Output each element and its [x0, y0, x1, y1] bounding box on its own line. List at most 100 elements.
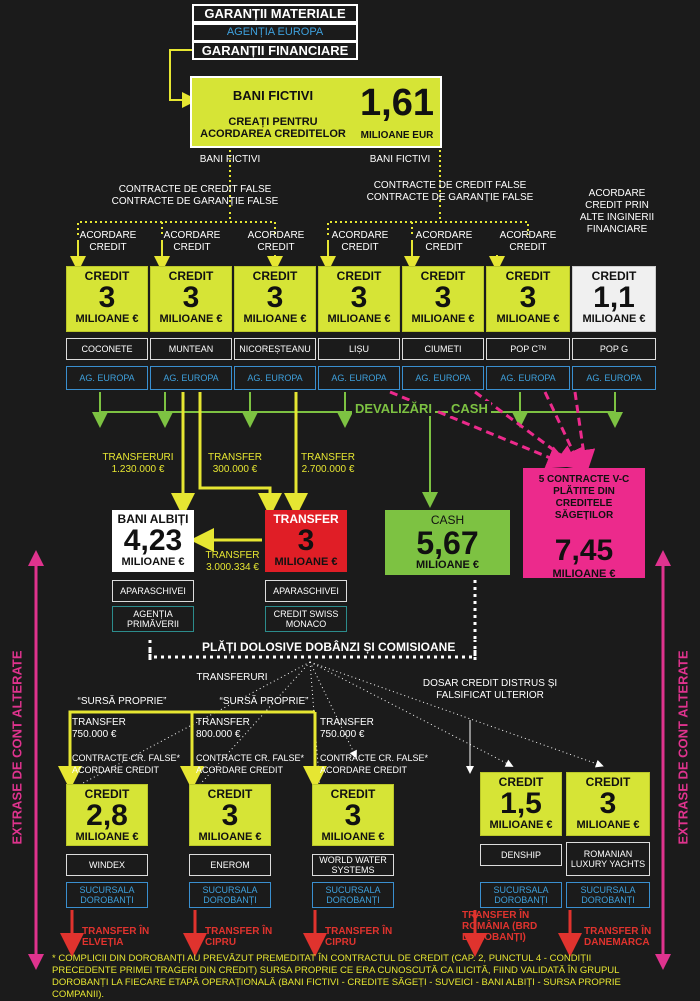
- label-transferuri: TRANSFERURI: [196, 672, 268, 683]
- cash-value: 5,67: [416, 525, 479, 561]
- name-box: POP Cᵀᴺ: [486, 338, 570, 360]
- credit-value: 3: [221, 799, 239, 832]
- transfer-label-1: TRANSFERURI 1.230.000 €: [102, 452, 174, 475]
- bottom-contracte-3: CONTRACTE CR. FALSE* ACORDARE CREDIT: [320, 753, 429, 775]
- credit-box-enerom: CREDIT 3 MILIOANE €: [189, 784, 271, 846]
- bani-fictivi-subtitle: CREAȚI PENTRU ACORDAREA CREDITELOR: [200, 116, 346, 140]
- credit-box-nicoresteanu: CREDIT 3 MILIOANE €: [234, 266, 316, 332]
- credit-unit: MILIOANE €: [198, 831, 262, 843]
- credit-box-world-water: CREDIT 3 MILIOANE €: [312, 784, 394, 846]
- label-dosar: DOSAR CREDIT DISTRUS ȘI FALSIFICAT ULTER…: [422, 678, 558, 701]
- credit-value: 1,1: [593, 281, 635, 314]
- contracte-vc-value: 7,45: [554, 534, 614, 567]
- bottom-transfer-1: TRANSFER 750.000 €: [72, 717, 126, 740]
- bani-albiti-name: APARASCHIVEI: [112, 580, 194, 602]
- credit-title: CREDIT: [420, 269, 466, 283]
- credit-unit: MILIOANE €: [496, 313, 560, 325]
- acordare-label: ACORDARE CREDIT: [79, 230, 137, 253]
- credit-unit: MILIOANE €: [489, 819, 553, 831]
- label-bani-fictivi-left: BANI FICTIVI: [199, 154, 261, 165]
- agency-box: AG. EUROPA: [572, 366, 656, 390]
- agency-box: SUCURSALA DOROBANȚI: [566, 882, 650, 908]
- name-box: WINDEX: [66, 854, 148, 876]
- name-box: DENSHIP: [480, 844, 562, 866]
- name-box: ROMANIAN LUXURY YACHTS: [566, 842, 650, 876]
- footnote: * COMPLICII DIN DOROBANȚI AU PREVĂZUT PR…: [52, 953, 621, 1000]
- name-box: COCONETE: [66, 338, 148, 360]
- agency-box: AG. EUROPA: [486, 366, 570, 390]
- credit-unit: MILIOANE €: [582, 313, 646, 325]
- bottom-transfer-3: TRANSFER 750.000 €: [320, 717, 374, 740]
- transfer-red-name: APARASCHIVEI: [265, 580, 347, 602]
- name-box: WORLD WATER SYSTEMS: [312, 854, 394, 876]
- bani-fictivi-value: 1,61: [360, 82, 434, 124]
- right-vertical-label: EXTRASE DE CONT ALTERATE: [675, 650, 691, 845]
- cash-unit: MILIOANE €: [416, 559, 479, 571]
- credit-value: 3: [350, 281, 368, 314]
- credit-value: 3: [266, 281, 284, 314]
- credit-box-muntean: CREDIT 3 MILIOANE €: [150, 266, 232, 332]
- contracte-vc-box: 5 CONTRACTE V-C PLĂTITE DIN CREDITELE SĂ…: [523, 468, 645, 580]
- credit-value: 3: [434, 281, 452, 314]
- dest-label: TRANSFER ÎN CIPRU: [325, 926, 393, 948]
- credit-title: CREDIT: [252, 269, 298, 283]
- agency-box: SUCURSALA DOROBANȚI: [66, 882, 148, 908]
- credit-box-ciumeti: CREDIT 3 MILIOANE €: [402, 266, 484, 332]
- label-bani-fictivi-right: BANI FICTIVI: [369, 154, 431, 165]
- transfer-label-3: TRANSFER 2.700.000 €: [301, 452, 355, 475]
- name-box: CIUMETI: [402, 338, 484, 360]
- credit-unit: MILIOANE €: [243, 313, 307, 325]
- credit-box-romanian-yachts: CREDIT 3 MILIOANE €: [566, 772, 650, 836]
- credit-title: CREDIT: [591, 269, 637, 283]
- credit-title: CREDIT: [498, 775, 544, 789]
- transfer-red-unit: MILIOANE €: [274, 556, 338, 568]
- acordare-label: ACORDARE CREDIT: [247, 230, 305, 253]
- bottom-contracte-2: CONTRACTE CR. FALSE* ACORDARE CREDIT: [196, 753, 305, 775]
- credit-title: CREDIT: [207, 787, 253, 801]
- dest-label: TRANSFER ÎN CIPRU: [205, 926, 273, 948]
- credit-unit: MILIOANE €: [159, 313, 223, 325]
- credit-value: 3: [98, 281, 116, 314]
- bottom-contracte-1: CONTRACTE CR. FALSE* ACORDARE CREDIT: [72, 753, 181, 775]
- acordare-label: ACORDARE CREDIT: [163, 230, 221, 253]
- name-box: NICOREȘTEANU: [234, 338, 316, 360]
- credit-title: CREDIT: [168, 269, 214, 283]
- credit-box-windex: CREDIT 2,8 MILIOANE €: [66, 784, 148, 846]
- dest-label: TRANSFER ÎN ROMÂNIA (BRD DOROBANȚI): [462, 910, 538, 943]
- label-acordare-alte: ACORDARE CREDIT PRIN ALTE INGINERII FINA…: [579, 188, 655, 235]
- credit-unit: MILIOANE €: [411, 313, 475, 325]
- credit-value: 3: [519, 281, 537, 314]
- label-sursa-2: “SURSĂ PROPRIE”: [219, 696, 309, 707]
- label-contracte-left: CONTRACTE DE CREDIT FALSE CONTRACTE DE G…: [111, 184, 279, 207]
- cash-title: CASH: [430, 513, 465, 527]
- agency-box: AG. EUROPA: [66, 366, 148, 390]
- label-cash: CASH: [448, 401, 491, 416]
- label-contracte-right: CONTRACTE DE CREDIT FALSE CONTRACTE DE G…: [366, 180, 534, 203]
- agency-box: AG. EUROPA: [234, 366, 316, 390]
- agency-box: SUCURSALA DOROBANȚI: [189, 882, 271, 908]
- name-box: LIȘU: [318, 338, 400, 360]
- credit-title: CREDIT: [505, 269, 551, 283]
- name-box: ENEROM: [189, 854, 271, 876]
- name-box: MUNTEAN: [150, 338, 232, 360]
- cash-box: CASH 5,67 MILIOANE €: [385, 510, 510, 575]
- transfer-red-title: TRANSFER: [273, 512, 339, 526]
- bani-albiti-agency: AGENȚIA PRIMĂVERII: [112, 606, 194, 632]
- transfer-label-2: TRANSFER 300.000 €: [208, 452, 262, 475]
- bani-albiti-value: 4,23: [123, 524, 183, 557]
- contracte-vc-title: 5 CONTRACTE V-C PLĂTITE DIN CREDITELE SĂ…: [538, 474, 630, 521]
- acordare-label: ACORDARE CREDIT: [415, 230, 473, 253]
- credit-unit: MILIOANE €: [327, 313, 391, 325]
- credit-title: CREDIT: [84, 787, 130, 801]
- header-garantii-financiare: GARANȚII FINANCIARE: [192, 41, 358, 60]
- bani-albiti-title: BANI ALBIȚI: [117, 512, 189, 526]
- bottom-transfer-2: TRANSFER 800.000 €: [196, 717, 250, 740]
- bani-albiti-unit: MILIOANE €: [121, 556, 185, 568]
- left-vertical-label: EXTRASE DE CONT ALTERATE: [9, 650, 25, 845]
- credit-unit: MILIOANE €: [75, 313, 139, 325]
- credit-value: 1,5: [500, 787, 542, 820]
- header-agentia-europa: AGENȚIA EUROPA: [192, 23, 358, 42]
- credit-unit: MILIOANE €: [75, 831, 139, 843]
- agency-box: AG. EUROPA: [318, 366, 400, 390]
- credit-unit: MILIOANE €: [321, 831, 385, 843]
